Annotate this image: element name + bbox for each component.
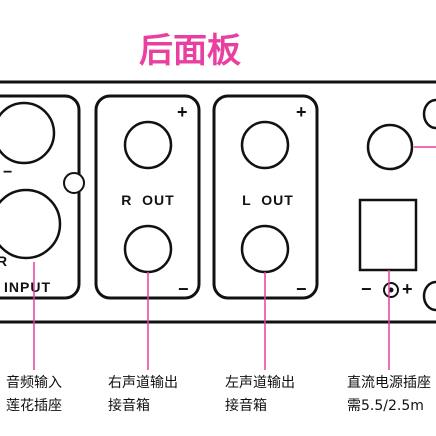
caption-l-out-line1: 左声道输出	[225, 375, 295, 391]
r-out-panel: + − R OUT	[94, 94, 201, 300]
power-jack-top	[366, 123, 414, 171]
power-section: − +	[358, 98, 436, 312]
l-out-plus-sign: +	[296, 102, 307, 122]
leader-lines	[33, 262, 390, 370]
input-jack-top	[0, 101, 56, 165]
caption-l-out-line2: 接音箱	[225, 397, 267, 414]
dc-power-socket	[358, 198, 418, 272]
r-out-label: R OUT	[121, 192, 174, 208]
chassis-outline	[0, 80, 436, 324]
l-out-label: L OUT	[242, 192, 294, 208]
input-jack-bottom	[0, 188, 62, 260]
r-out-minus-sign: −	[178, 279, 189, 299]
caption-input-line1: 音频输入	[6, 374, 62, 391]
caption-r-out-line2: 接音箱	[108, 397, 150, 414]
right-screw-bottom	[422, 280, 436, 312]
captions: 音频输入 莲花插座 右声道输出 接音箱 左声道输出 接音箱 直流电源插座 需5.…	[6, 374, 431, 414]
polarity-symbol-ring	[383, 282, 399, 298]
l-out-jack-negative	[240, 224, 290, 274]
r-out-jack-negative	[123, 224, 173, 274]
r-out-plus-sign: +	[177, 102, 188, 122]
l-out-minus-sign: −	[296, 279, 307, 299]
caption-r-out-line1: 右声道输出	[108, 375, 178, 391]
l-out-panel: + − L OUT	[212, 94, 319, 300]
input-minus-sign: −	[3, 164, 12, 181]
polarity-minus: −	[361, 279, 372, 299]
polarity-plus: +	[402, 279, 413, 299]
caption-input-line2: 莲花插座	[6, 398, 62, 414]
input-panel: − R INPUT	[0, 94, 85, 300]
input-letter: R	[0, 253, 8, 269]
r-out-jack-positive	[123, 120, 173, 170]
input-panel-border	[0, 94, 81, 300]
caption-power-line2: 需5.5/2.5m	[347, 398, 424, 414]
input-panel-screw	[63, 172, 85, 194]
l-out-jack-positive	[240, 120, 290, 170]
right-screw-top	[422, 98, 436, 130]
diagram-title: 后面板	[139, 31, 241, 71]
caption-power-line1: 直流电源插座	[347, 374, 431, 391]
input-label: INPUT	[4, 279, 51, 295]
